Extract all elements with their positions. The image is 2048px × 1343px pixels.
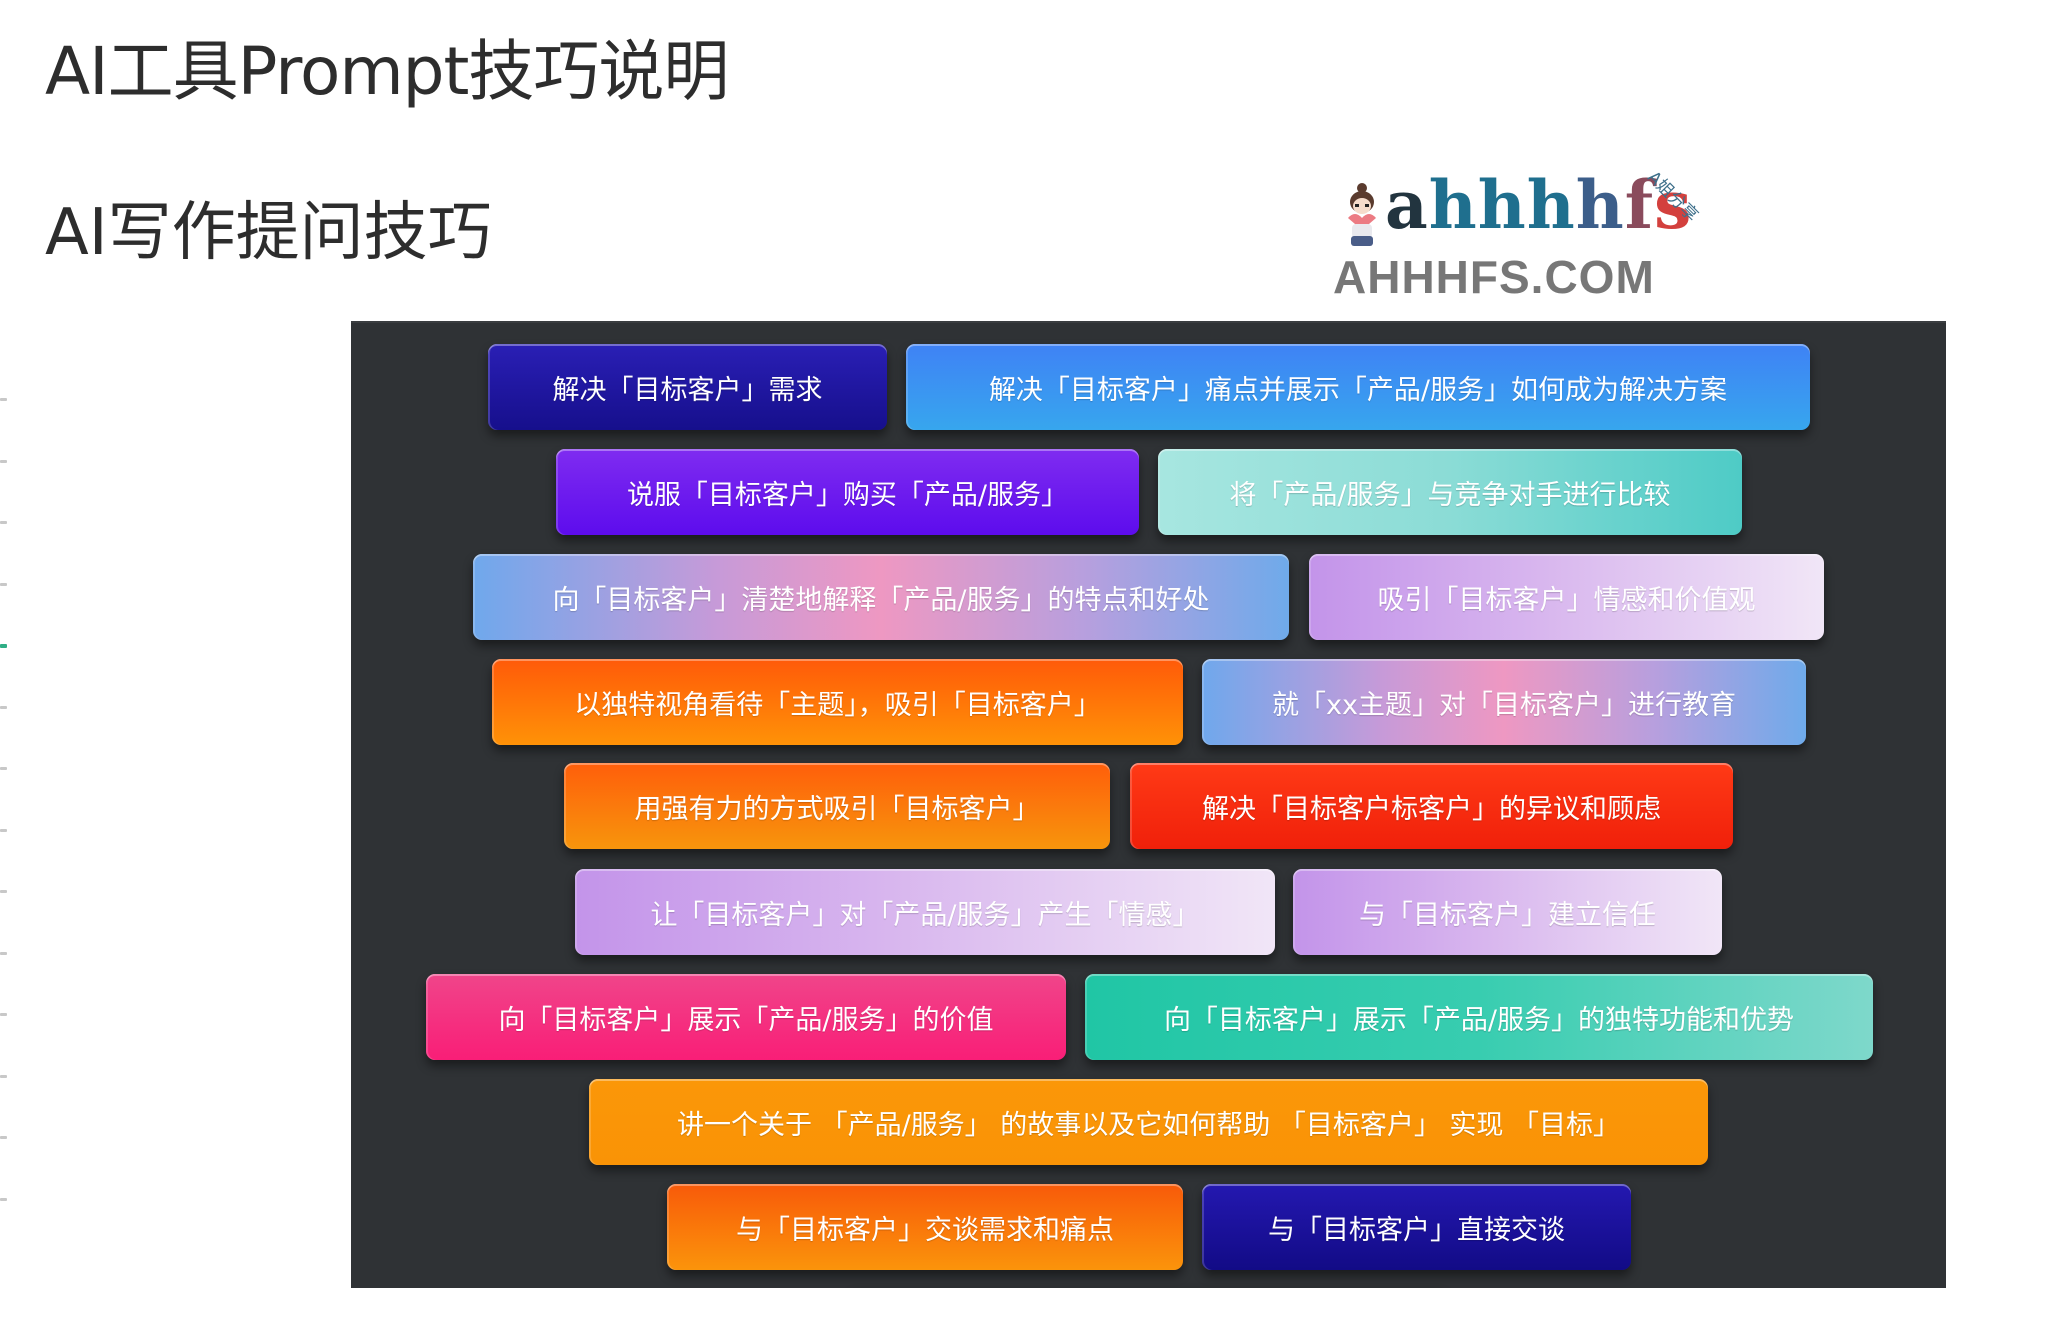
outline-tick[interactable] [0,459,7,463]
outline-tick-active[interactable] [0,644,7,648]
prompt-tip-label: 向「目标客户」展示「产品/服务」的价值 [498,1004,994,1036]
outline-tick[interactable] [0,1197,7,1201]
outline-tick[interactable] [0,705,7,709]
outline-tick[interactable] [0,828,7,832]
prompt-tip-label: 吸引「目标客户」情感和价值观 [1377,584,1756,616]
section-title: AI写作提问技巧 [45,196,492,270]
prompt-tip-button[interactable]: 让「目标客户」对「产品/服务」产生「情感」 [575,869,1275,955]
prompt-tip-label: 讲一个关于 「产品/服务」 的故事以及它如何帮助 「目标客户」 实现 「目标」 [676,1109,1620,1141]
prompt-tip-button[interactable]: 与「目标客户」交谈需求和痛点 [667,1184,1183,1270]
logo-script: ahhhhfs [1385,166,1693,244]
outline-tick[interactable] [0,767,7,770]
prompt-tip-button[interactable]: 用强有力的方式吸引「目标客户」 [564,763,1110,849]
prompt-tip-label: 用强有力的方式吸引「目标客户」 [634,793,1040,825]
prompt-tip-button[interactable]: 就「xx主题」对「目标客户」进行教育 [1202,659,1806,745]
prompt-tip-label: 让「目标客户」对「产品/服务」产生「情感」 [650,899,1200,931]
outline-tick[interactable] [0,521,7,524]
prompt-tip-button[interactable]: 向「目标客户」展示「产品/服务」的独特功能和优势 [1085,974,1873,1060]
outline-nav [0,380,12,1240]
girl-mascot-icon [1348,183,1376,246]
prompt-tip-button[interactable]: 向「目标客户」展示「产品/服务」的价值 [426,974,1066,1060]
prompt-tip-button[interactable]: 解决「目标客户标客户」的异议和顾虑 [1130,763,1733,849]
outline-tick[interactable] [0,1136,7,1139]
prompt-tip-button[interactable]: 讲一个关于 「产品/服务」 的故事以及它如何帮助 「目标客户」 实现 「目标」 [589,1079,1708,1165]
page-title: AI工具Prompt技巧说明 [45,33,729,110]
prompt-tip-label: 与「目标客户」建立信任 [1359,899,1656,931]
logo-domain: AHHHFS.COM [1333,251,1655,303]
prompt-tip-label: 解决「目标客户标客户」的异议和顾虑 [1202,793,1661,825]
prompt-tip-label: 与「目标客户」交谈需求和痛点 [736,1214,1114,1246]
prompt-tip-button[interactable]: 解决「目标客户」痛点并展示「产品/服务」如何成为解决方案 [906,344,1810,430]
prompt-tip-button[interactable]: 吸引「目标客户」情感和价值观 [1309,554,1824,640]
outline-tick[interactable] [0,398,7,401]
ahhhfs-logo: ahhhhfs A姐分享 AHHHFS.COM [1333,166,1733,312]
prompt-tip-button[interactable]: 解决「目标客户」需求 [488,344,887,430]
prompt-tip-label: 以独特视角看待「主题」，吸引「目标客户」 [574,689,1101,721]
prompt-tip-label: 解决「目标客户」需求 [552,374,823,406]
prompt-tip-label: 就「xx主题」对「目标客户」进行教育 [1272,689,1736,721]
prompt-tip-button[interactable]: 与「目标客户」直接交谈 [1202,1184,1631,1270]
prompt-tip-label: 将「产品/服务」与竞争对手进行比较 [1229,479,1671,511]
prompt-tip-label: 与「目标客户」直接交谈 [1268,1214,1565,1246]
outline-tick[interactable] [0,951,7,955]
prompt-tip-label: 解决「目标客户」痛点并展示「产品/服务」如何成为解决方案 [988,374,1728,406]
prompt-tips-panel: 解决「目标客户」需求 解决「目标客户」痛点并展示「产品/服务」如何成为解决方案说服… [351,321,1946,1288]
outline-tick[interactable] [0,1013,7,1016]
prompt-tip-label: 向「目标客户」清楚地解释「产品/服务」的特点和好处 [552,584,1210,616]
prompt-tip-button[interactable]: 与「目标客户」建立信任 [1293,869,1722,955]
outline-tick[interactable] [0,582,7,586]
outline-tick[interactable] [0,890,7,893]
prompt-tip-label: 说服「目标客户」购买「产品/服务」 [626,479,1069,511]
outline-tick[interactable] [0,1074,7,1078]
prompt-tip-button[interactable]: 将「产品/服务」与竞争对手进行比较 [1158,449,1742,535]
prompt-tip-label: 向「目标客户」展示「产品/服务」的独特功能和优势 [1163,1004,1795,1036]
prompt-tip-button[interactable]: 以独特视角看待「主题」，吸引「目标客户」 [492,659,1183,745]
prompt-tip-button[interactable]: 向「目标客户」清楚地解释「产品/服务」的特点和好处 [473,554,1289,640]
prompt-tip-button[interactable]: 说服「目标客户」购买「产品/服务」 [556,449,1139,535]
